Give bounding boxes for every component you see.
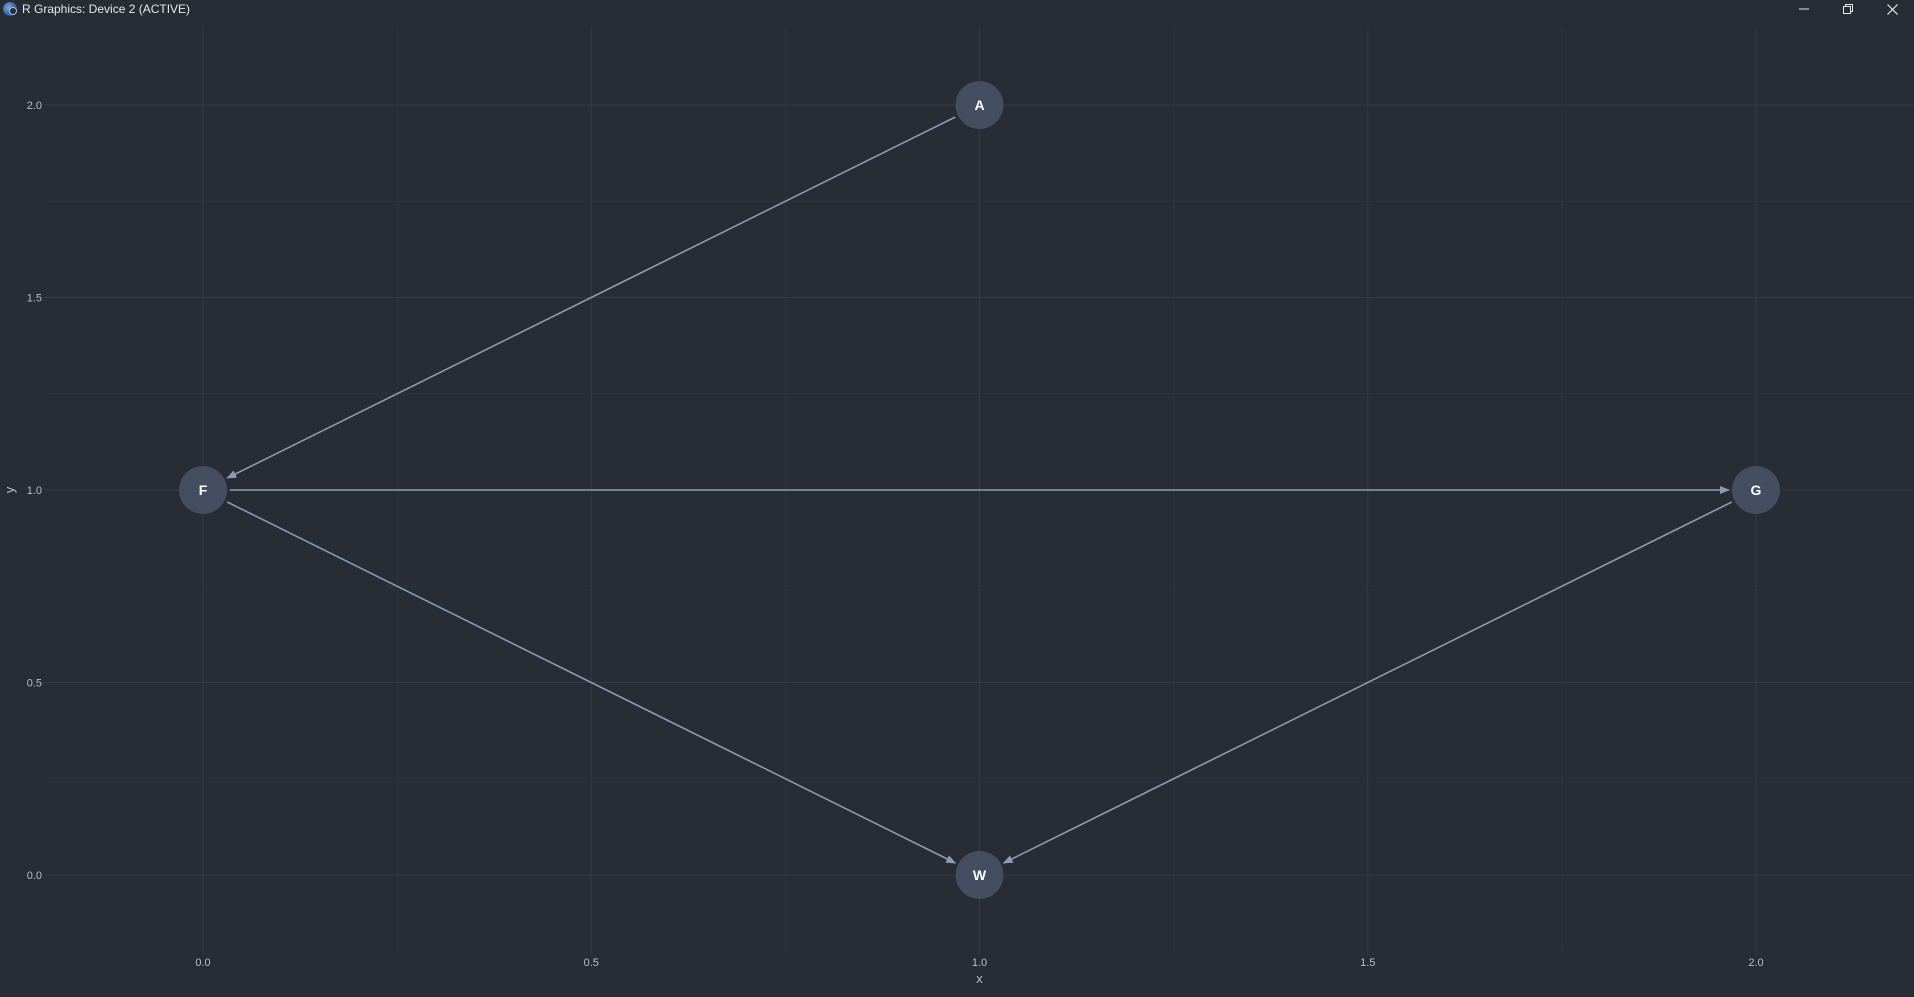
window-title: R Graphics: Device 2 (ACTIVE) (22, 2, 191, 16)
edge-g-to-w (1002, 501, 1733, 864)
close-button[interactable] (1870, 0, 1914, 18)
y-tick-label: 0.5 (27, 678, 42, 690)
node-label: W (973, 867, 987, 883)
node-circle (1732, 466, 1780, 514)
edge-a-to-f (226, 116, 956, 479)
y-axis-label: y (2, 486, 17, 493)
edge-f-to-w (226, 501, 957, 864)
node-label: F (199, 482, 208, 498)
edges (226, 116, 1733, 864)
minimize-button[interactable] (1782, 0, 1826, 18)
node-w: W (955, 851, 1004, 899)
node-circle (955, 851, 1004, 899)
node-f: F (179, 466, 227, 514)
x-tick-label: 0.5 (584, 957, 599, 969)
y-tick-label: 1.5 (27, 293, 42, 305)
window-controls (1782, 0, 1914, 18)
y-tick-label: 2.0 (27, 100, 42, 112)
r-logo-icon (3, 2, 17, 16)
y-tick-label: 1.0 (27, 485, 42, 497)
node-label: A (974, 97, 984, 113)
minimize-icon (1799, 8, 1809, 10)
x-tick-label: 1.0 (972, 957, 987, 969)
x-tick-label: 2.0 (1748, 957, 1763, 969)
dag-plot: A F G W 0.0 0.5 1.0 1.5 2.0 0.0 0.5 1.0 1.5 2.0 x y (2, 28, 1914, 986)
node-g: G (1732, 466, 1780, 514)
x-tick-label: 0.0 (195, 957, 210, 969)
restore-button[interactable] (1826, 0, 1870, 18)
node-a: A (955, 81, 1004, 129)
node-circle (955, 81, 1004, 129)
y-tick-label: 0.0 (27, 870, 42, 882)
axes: 0.0 0.5 1.0 1.5 2.0 0.0 0.5 1.0 1.5 2.0 x y (2, 100, 1764, 986)
title-bar[interactable]: R Graphics: Device 2 (ACTIVE) (0, 0, 1914, 18)
close-icon (1886, 3, 1898, 15)
plot-area: A F G W 0.0 0.5 1.0 1.5 2.0 0.0 0.5 1.0 1.5 2.0 x y (0, 18, 1914, 997)
node-circle (179, 466, 227, 514)
node-label: G (1751, 482, 1762, 498)
x-tick-label: 1.5 (1360, 957, 1375, 969)
x-axis-label: x (976, 971, 983, 986)
restore-icon (1843, 4, 1853, 14)
nodes: A F G W (179, 81, 1780, 899)
